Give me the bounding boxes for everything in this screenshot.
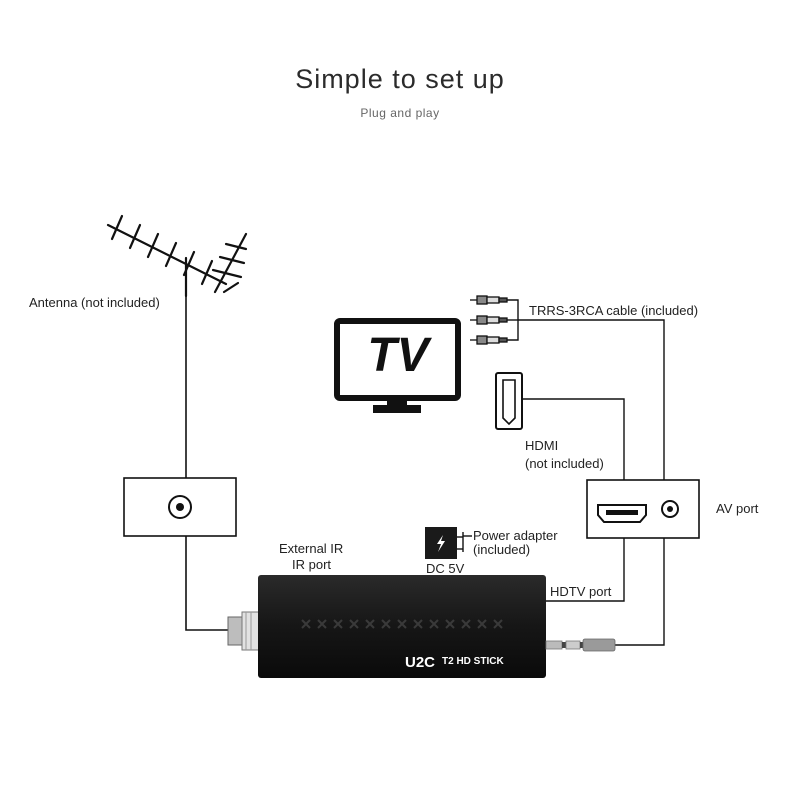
dc-label: DC 5V — [426, 561, 465, 576]
external-ir-label: External IR — [279, 541, 344, 556]
device-model: T2 HD STICK — [442, 656, 504, 667]
tv-label: TV — [367, 329, 429, 382]
wall-antenna-socket — [123, 477, 237, 537]
tv-icon — [334, 318, 461, 413]
av-port-label: AV port — [716, 501, 759, 516]
page-title: Simple to set up — [295, 64, 505, 94]
device-logo: U2C — [405, 654, 435, 671]
hdmi-sub-label: (not included) — [525, 456, 604, 471]
hdmi-plug-icon — [495, 372, 523, 430]
t2-hd-stick-device: U2C T2 HD STICK — [227, 575, 546, 678]
trrs-cable-label: TRRS-3RCA cable (included) — [529, 303, 699, 318]
antenna-icon — [106, 214, 248, 298]
hdtv-port-label: HDTV port — [550, 584, 612, 599]
power-adapter-sub-label: (included) — [473, 542, 531, 557]
power-adapter-icon — [425, 527, 472, 559]
audio-jack-icon — [545, 638, 616, 652]
antenna-label: Antenna (not included) — [29, 295, 160, 310]
hdmi-label: HDMI — [525, 438, 559, 453]
power-adapter-label: Power adapter — [473, 528, 558, 543]
rca-plug-icon — [470, 295, 508, 345]
page-subtitle: Plug and play — [360, 106, 440, 120]
ir-port-label: IR port — [292, 557, 332, 572]
av-port-box — [586, 479, 700, 539]
